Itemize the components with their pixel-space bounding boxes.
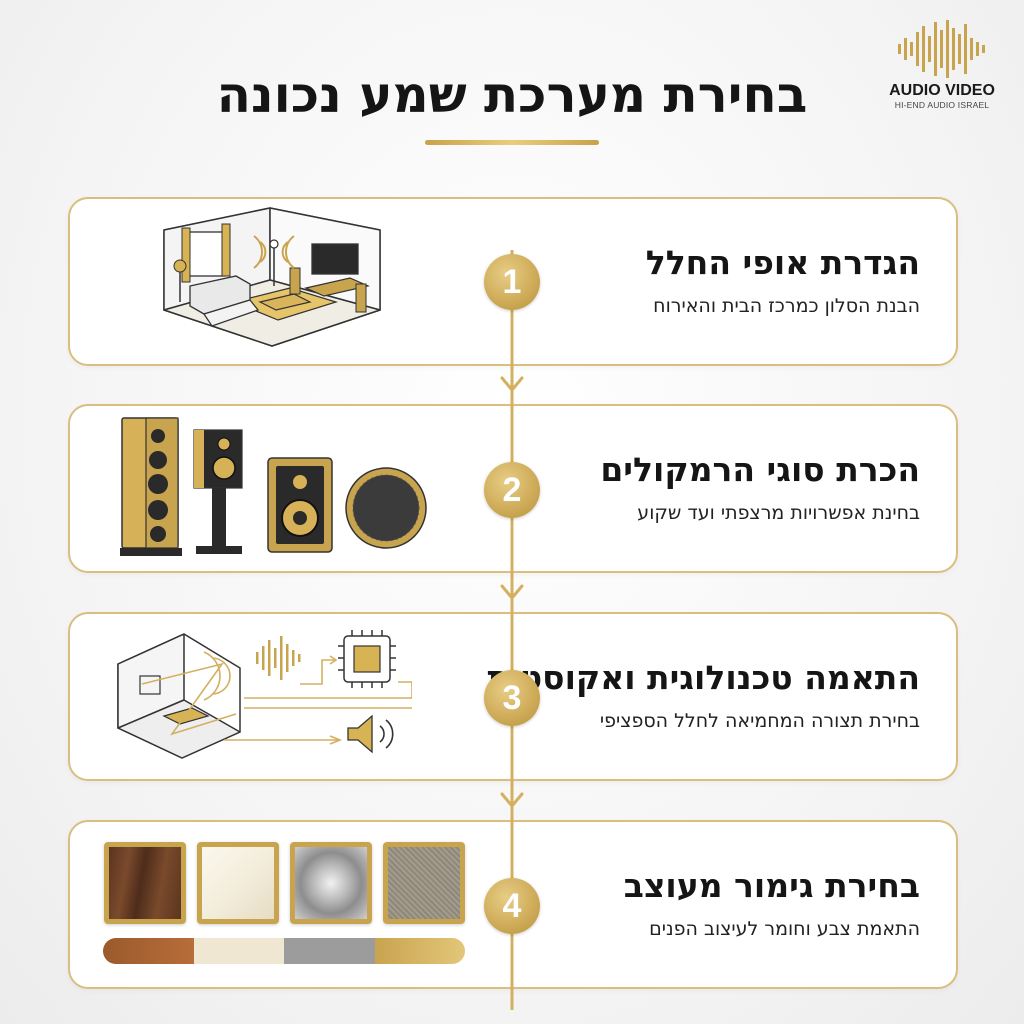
step-subtitle: בחינת אפשרויות מרצפתי ועד שקוע [637, 502, 920, 524]
page-title: בחירת מערכת שמע נכונה [216, 66, 808, 124]
arrow-down-icon [500, 376, 524, 393]
ceiling-speaker-icon [345, 467, 427, 549]
step-subtitle: התאמת צבע וחומר לעיצוב הפנים [649, 918, 920, 940]
step-title: בחירת גימור מעוצב [623, 866, 920, 905]
finish-color-strip [103, 938, 465, 964]
title-underline [425, 140, 599, 145]
white-gloss-swatch [197, 842, 279, 924]
waveform-icon [256, 636, 301, 680]
speaker-sound-icon [347, 714, 394, 754]
step-number-badge: 2 [484, 462, 540, 518]
step-title: הכרת סוגי הרמקולים [600, 450, 920, 489]
walnut-swatch [104, 842, 186, 924]
acoustics-technology-icon [117, 630, 412, 759]
brand-logo: AUDIO VIDEO HI-END AUDIO ISRAEL [872, 18, 1012, 128]
bookshelf-speaker-icon [193, 429, 243, 554]
logo-wordmark: AUDIO VIDEO [889, 82, 995, 99]
speaker-types-icon [120, 417, 427, 556]
floorstanding-speaker-icon [120, 417, 182, 556]
arrow-down-icon [500, 584, 524, 601]
living-room-icon [163, 207, 381, 347]
sound-wave-logo-icon [898, 20, 985, 78]
step-number-badge: 4 [484, 878, 540, 934]
step-subtitle: הבנת הסלון כמרכז הבית והאירוח [653, 295, 920, 317]
in-wall-speaker-icon [267, 457, 333, 553]
brushed-metal-swatch [290, 842, 372, 924]
fabric-grille-swatch [383, 842, 465, 924]
processor-chip-icon [338, 630, 396, 688]
arrow-down-icon [500, 792, 524, 809]
step-title: הגדרת אופי החלל [645, 243, 920, 282]
logo-tagline: HI-END AUDIO ISRAEL [894, 100, 990, 110]
step-title: התאמה טכנולוגית ואקוסטית [487, 658, 920, 697]
step-number-badge: 3 [484, 670, 540, 726]
step-number-badge: 1 [484, 254, 540, 310]
step-subtitle: בחירת תצורה המחמיאה לחלל הספציפי [599, 710, 920, 732]
